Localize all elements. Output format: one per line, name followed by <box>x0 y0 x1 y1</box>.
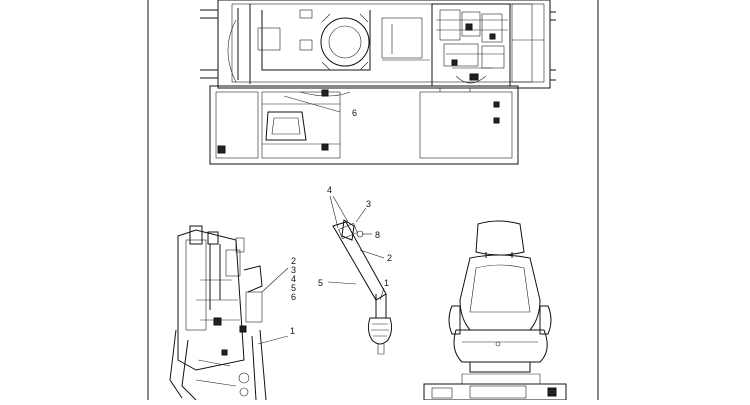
seat-base <box>423 383 567 401</box>
engine-bay-detail <box>431 3 511 87</box>
side-view-frame <box>177 229 245 371</box>
seat-armrest-left <box>448 305 461 335</box>
callout-2-lever: 2 <box>387 253 392 263</box>
lever-leaders <box>327 195 385 301</box>
callout-side-1: 1 <box>290 326 295 336</box>
lever-boot <box>367 317 393 345</box>
cab-platform-frame <box>209 85 519 165</box>
chassis-main-frame <box>217 0 551 89</box>
callout-3-lever: 3 <box>366 199 371 209</box>
callout-4-lever: 4 <box>327 185 332 195</box>
callout-side-6: 6 <box>291 292 296 302</box>
callout-6-top: 6 <box>352 108 357 118</box>
callout-labels: 6 4 3 8 2 5 1 2 3 4 5 6 1 <box>290 108 392 336</box>
chassis-inner-frame <box>231 3 533 83</box>
callout-side-2: 2 <box>291 256 296 266</box>
seat-headrest <box>475 220 525 256</box>
callout-8-lever: 8 <box>375 230 380 240</box>
leader-top-6 <box>283 95 341 113</box>
chassis-top-view <box>200 0 556 165</box>
seat-backrest <box>459 254 541 331</box>
side-view-assembly <box>169 225 267 401</box>
callout-side-4: 4 <box>291 274 296 284</box>
seat-cushion <box>453 329 548 363</box>
callout-1-lever: 1 <box>384 278 389 288</box>
lever-assembly <box>332 219 393 355</box>
operator-seat <box>423 220 567 401</box>
callout-side-3: 3 <box>291 265 296 275</box>
seat-top-outline <box>265 111 307 141</box>
side-view-leaders <box>257 267 289 345</box>
engine-housing-circle <box>320 17 370 67</box>
callout-5-lever: 5 <box>318 278 323 288</box>
callout-side-5: 5 <box>291 283 296 293</box>
seat-armrest-right <box>539 305 552 335</box>
